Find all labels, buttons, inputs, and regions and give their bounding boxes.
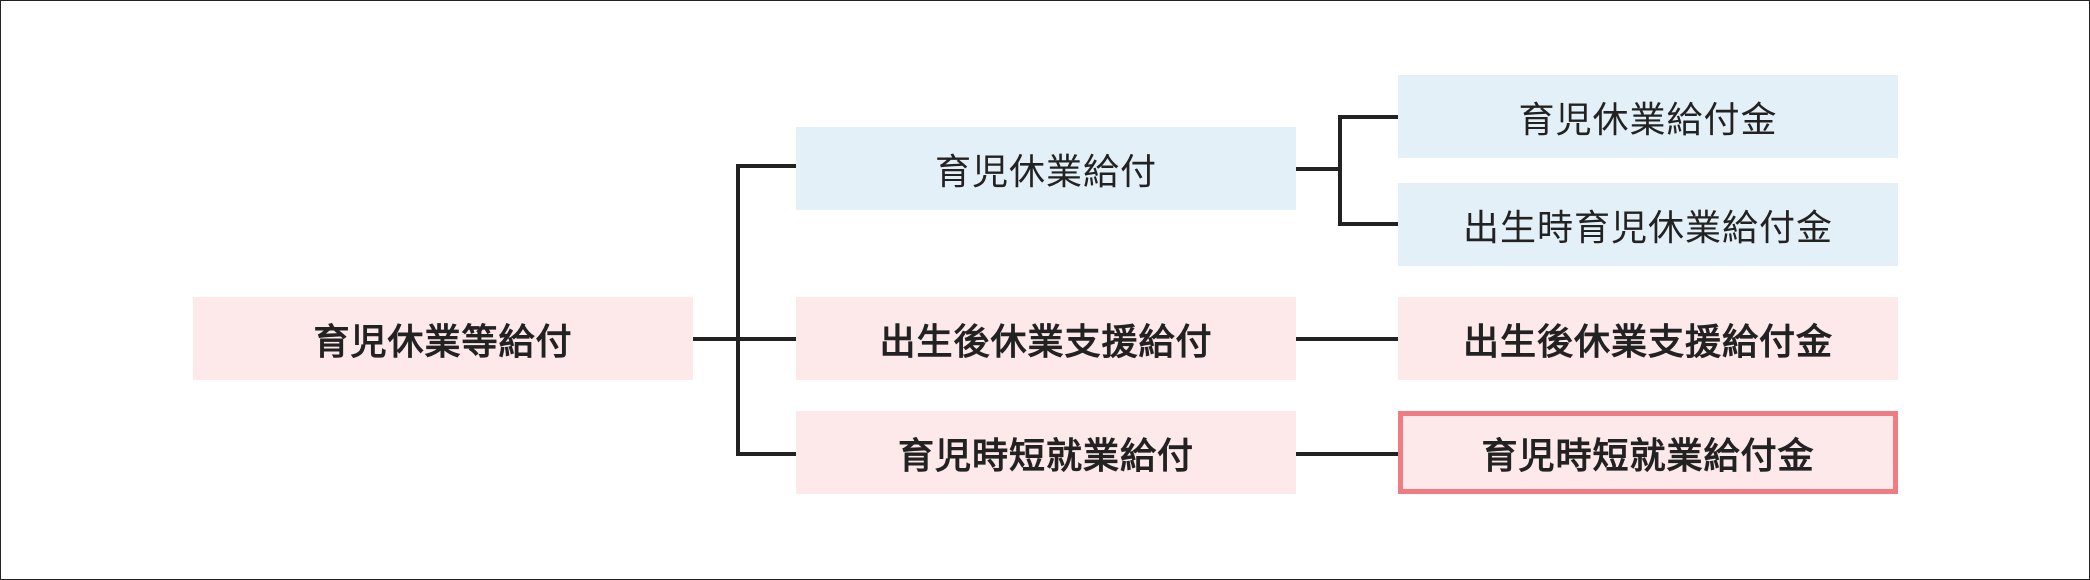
node-leaf-3-1-highlighted: 育児時短就業給付金 (1398, 411, 1898, 494)
node-branch-2: 出生後休業支援給付 (796, 297, 1296, 380)
node-leaf-2-1: 出生後休業支援給付金 (1398, 297, 1898, 380)
node-leaf-1-1: 育児休業給付金 (1398, 75, 1898, 158)
node-branch-1: 育児休業給付 (796, 127, 1296, 210)
node-branch-3: 育児時短就業給付 (796, 411, 1296, 494)
node-leaf-1-2: 出生時育児休業給付金 (1398, 183, 1898, 266)
node-root: 育児休業等給付 (193, 297, 693, 380)
